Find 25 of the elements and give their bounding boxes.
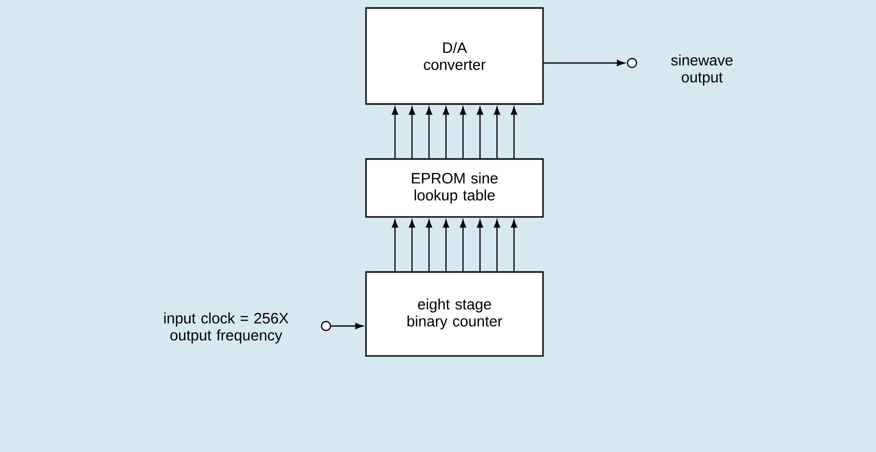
signal-arrow <box>331 322 364 330</box>
bus-arrow <box>460 106 466 158</box>
block-box: eight stage binary counter <box>365 271 544 357</box>
bus-arrow <box>408 106 416 158</box>
bus-arrow <box>408 220 416 272</box>
bus-arrow <box>392 106 398 158</box>
bus-arrow <box>392 220 398 272</box>
bus-arrow <box>426 106 432 158</box>
bus-arrow <box>442 106 450 158</box>
bus-arrow <box>494 220 500 272</box>
bus-arrow <box>442 220 450 272</box>
terminal-circle <box>320 320 332 332</box>
bus-arrow <box>494 106 500 158</box>
bus-arrow <box>510 106 518 158</box>
bus-arrow <box>460 220 466 272</box>
bus-arrow <box>476 106 484 158</box>
terminal-label: input clock = 256X output frequency <box>164 312 288 344</box>
signal-arrow <box>544 60 625 66</box>
bus-arrow <box>476 220 484 272</box>
terminal-label: sinewave output <box>671 54 733 86</box>
block-box: D/A converter <box>365 7 544 105</box>
bus-arrow <box>426 220 432 272</box>
block-box: EPROM sine lookup table <box>365 158 544 218</box>
terminal-circle <box>626 58 638 68</box>
bus-arrow <box>510 220 518 272</box>
